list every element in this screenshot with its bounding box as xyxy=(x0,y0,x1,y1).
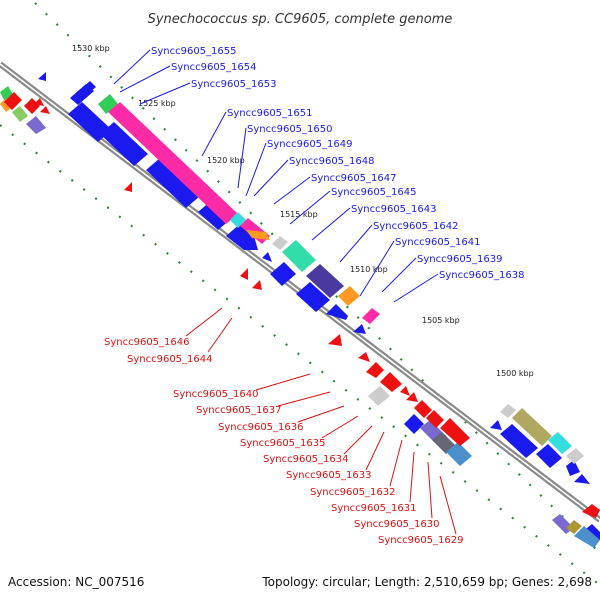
gene-reverse[interactable] xyxy=(440,418,470,446)
gene-forward[interactable] xyxy=(270,262,296,286)
gene-label-forward[interactable]: Syncc9605_1645 xyxy=(331,187,417,198)
gene-label-reverse[interactable]: Syncc9605_1634 xyxy=(263,454,349,465)
gene-forward[interactable] xyxy=(262,252,272,262)
gene-forward[interactable] xyxy=(68,102,112,142)
gene-forward[interactable] xyxy=(582,524,600,540)
gene-forward[interactable] xyxy=(296,282,330,312)
gene-label-reverse[interactable]: Syncc9605_1632 xyxy=(310,487,396,498)
feature-lime-block[interactable] xyxy=(12,106,28,122)
feature-steel-block[interactable] xyxy=(574,526,600,548)
gene-reverse[interactable] xyxy=(582,504,600,518)
gene-forward[interactable] xyxy=(226,224,258,250)
gene-label-forward[interactable]: Syncc9605_1642 xyxy=(373,221,459,232)
feature-blocks xyxy=(0,86,600,548)
tick-label: 1515 kbp xyxy=(280,210,318,219)
gene-forward[interactable] xyxy=(100,122,148,166)
gene-forward[interactable] xyxy=(500,424,538,458)
gene-forward[interactable] xyxy=(146,158,200,208)
gene-label-reverse[interactable]: Syncc9605_1637 xyxy=(196,405,282,416)
gene-reverse[interactable] xyxy=(414,400,432,418)
gene-label-forward[interactable]: Syncc9605_1638 xyxy=(439,270,525,281)
tick-label: 1530 kbp xyxy=(72,44,110,53)
gene-label-forward[interactable]: Syncc9605_1651 xyxy=(227,108,313,119)
forward-strand-genes xyxy=(38,72,600,540)
feature-pink-block[interactable] xyxy=(362,308,380,324)
gene-forward[interactable] xyxy=(574,474,590,484)
gene-reverse[interactable] xyxy=(328,334,342,346)
gene-reverse[interactable] xyxy=(400,386,410,396)
gene-label-forward[interactable]: Syncc9605_1654 xyxy=(171,62,257,73)
lower-dotted-guide xyxy=(0,124,600,586)
gene-forward[interactable] xyxy=(536,444,562,468)
gene-forward[interactable] xyxy=(353,324,366,334)
gene-forward[interactable] xyxy=(82,81,96,94)
feature-olive-block[interactable] xyxy=(566,520,582,534)
gene-forward[interactable] xyxy=(198,200,232,230)
gene-reverse[interactable] xyxy=(406,392,418,402)
gene-label-forward[interactable]: Syncc9605_1647 xyxy=(311,173,397,184)
gene-reverse[interactable] xyxy=(240,268,248,280)
gene-forward[interactable] xyxy=(326,304,348,320)
feature-steel-block[interactable] xyxy=(446,442,472,466)
map-title: Synechococcus sp. CC9605, complete genom… xyxy=(148,12,453,27)
feature-pink-block[interactable] xyxy=(108,102,238,224)
gene-reverse[interactable] xyxy=(40,106,50,114)
tick-label: 1525 kbp xyxy=(138,99,176,108)
topology-text: Topology: circular; Length: 2,510,659 bp… xyxy=(261,575,592,589)
feature-purple-block[interactable] xyxy=(26,116,46,134)
gene-label-reverse[interactable]: Syncc9605_1631 xyxy=(331,503,417,514)
kbp-ticks: 1530 kbp 1525 kbp 1520 kbp 1515 kbp 1510… xyxy=(72,44,534,378)
accession-text: Accession: NC_007516 xyxy=(8,575,144,589)
gene-label-forward[interactable]: Syncc9605_1648 xyxy=(289,156,375,167)
reverse-gene-labels: Syncc9605_1646 Syncc9605_1644 Syncc9605_… xyxy=(104,307,464,546)
feature-gray-block[interactable] xyxy=(368,386,390,406)
feature-orange-block[interactable] xyxy=(246,230,270,240)
gene-forward[interactable] xyxy=(404,414,424,434)
tick-label: 1500 kbp xyxy=(496,369,534,378)
gene-reverse[interactable] xyxy=(426,410,444,428)
gene-label-reverse[interactable]: Syncc9605_1636 xyxy=(218,422,304,433)
gene-reverse[interactable] xyxy=(252,280,262,290)
gene-label-reverse[interactable]: Syncc9605_1646 xyxy=(104,337,190,348)
gene-label-forward[interactable]: Syncc9605_1650 xyxy=(247,124,333,135)
gene-reverse[interactable] xyxy=(34,98,44,106)
gene-label-reverse[interactable]: Syncc9605_1640 xyxy=(173,389,259,400)
gene-label-forward[interactable]: Syncc9605_1653 xyxy=(191,79,277,90)
gene-label-reverse[interactable]: Syncc9605_1644 xyxy=(127,354,213,365)
feature-slate-block[interactable] xyxy=(432,432,456,454)
gene-label-reverse[interactable]: Syncc9605_1635 xyxy=(240,438,326,449)
gene-label-reverse[interactable]: Syncc9605_1629 xyxy=(378,535,464,546)
gene-label-forward[interactable]: Syncc9605_1655 xyxy=(151,46,237,57)
feature-indigo-block[interactable] xyxy=(306,264,344,298)
tick-label: 1505 kbp xyxy=(422,316,460,325)
tick-label: 1510 kbp xyxy=(350,265,388,274)
feature-gray-block[interactable] xyxy=(566,448,584,464)
feature-aqua-block[interactable] xyxy=(282,240,316,272)
gene-forward[interactable] xyxy=(566,460,580,476)
gene-forward[interactable] xyxy=(490,420,502,430)
gene-reverse[interactable] xyxy=(358,352,370,362)
gene-reverse[interactable] xyxy=(380,372,402,392)
feature-olive-block[interactable] xyxy=(512,408,552,446)
gene-label-reverse[interactable]: Syncc9605_1633 xyxy=(286,470,372,481)
gene-reverse[interactable] xyxy=(124,182,132,192)
reverse-strand-genes xyxy=(4,92,470,446)
tick-label: 1520 kbp xyxy=(207,156,245,165)
feature-gray-block[interactable] xyxy=(500,404,516,418)
gene-forward[interactable] xyxy=(38,72,46,81)
gene-label-reverse[interactable]: Syncc9605_1630 xyxy=(354,519,440,530)
gene-reverse[interactable] xyxy=(4,92,22,110)
feature-gray-block[interactable] xyxy=(272,236,288,250)
feature-orange-block[interactable] xyxy=(338,286,360,306)
gene-label-forward[interactable]: Syncc9605_1639 xyxy=(417,254,503,265)
gene-label-forward[interactable]: Syncc9605_1641 xyxy=(395,237,481,248)
feature-cyan-block[interactable] xyxy=(548,432,572,454)
feature-green-block[interactable] xyxy=(98,94,118,114)
gene-label-forward[interactable]: Syncc9605_1649 xyxy=(267,139,353,150)
gene-label-forward[interactable]: Syncc9605_1643 xyxy=(351,204,437,215)
forward-gene-labels: Syncc9605_1655 Syncc9605_1654 Syncc9605_… xyxy=(113,46,525,303)
gene-reverse[interactable] xyxy=(366,362,384,378)
